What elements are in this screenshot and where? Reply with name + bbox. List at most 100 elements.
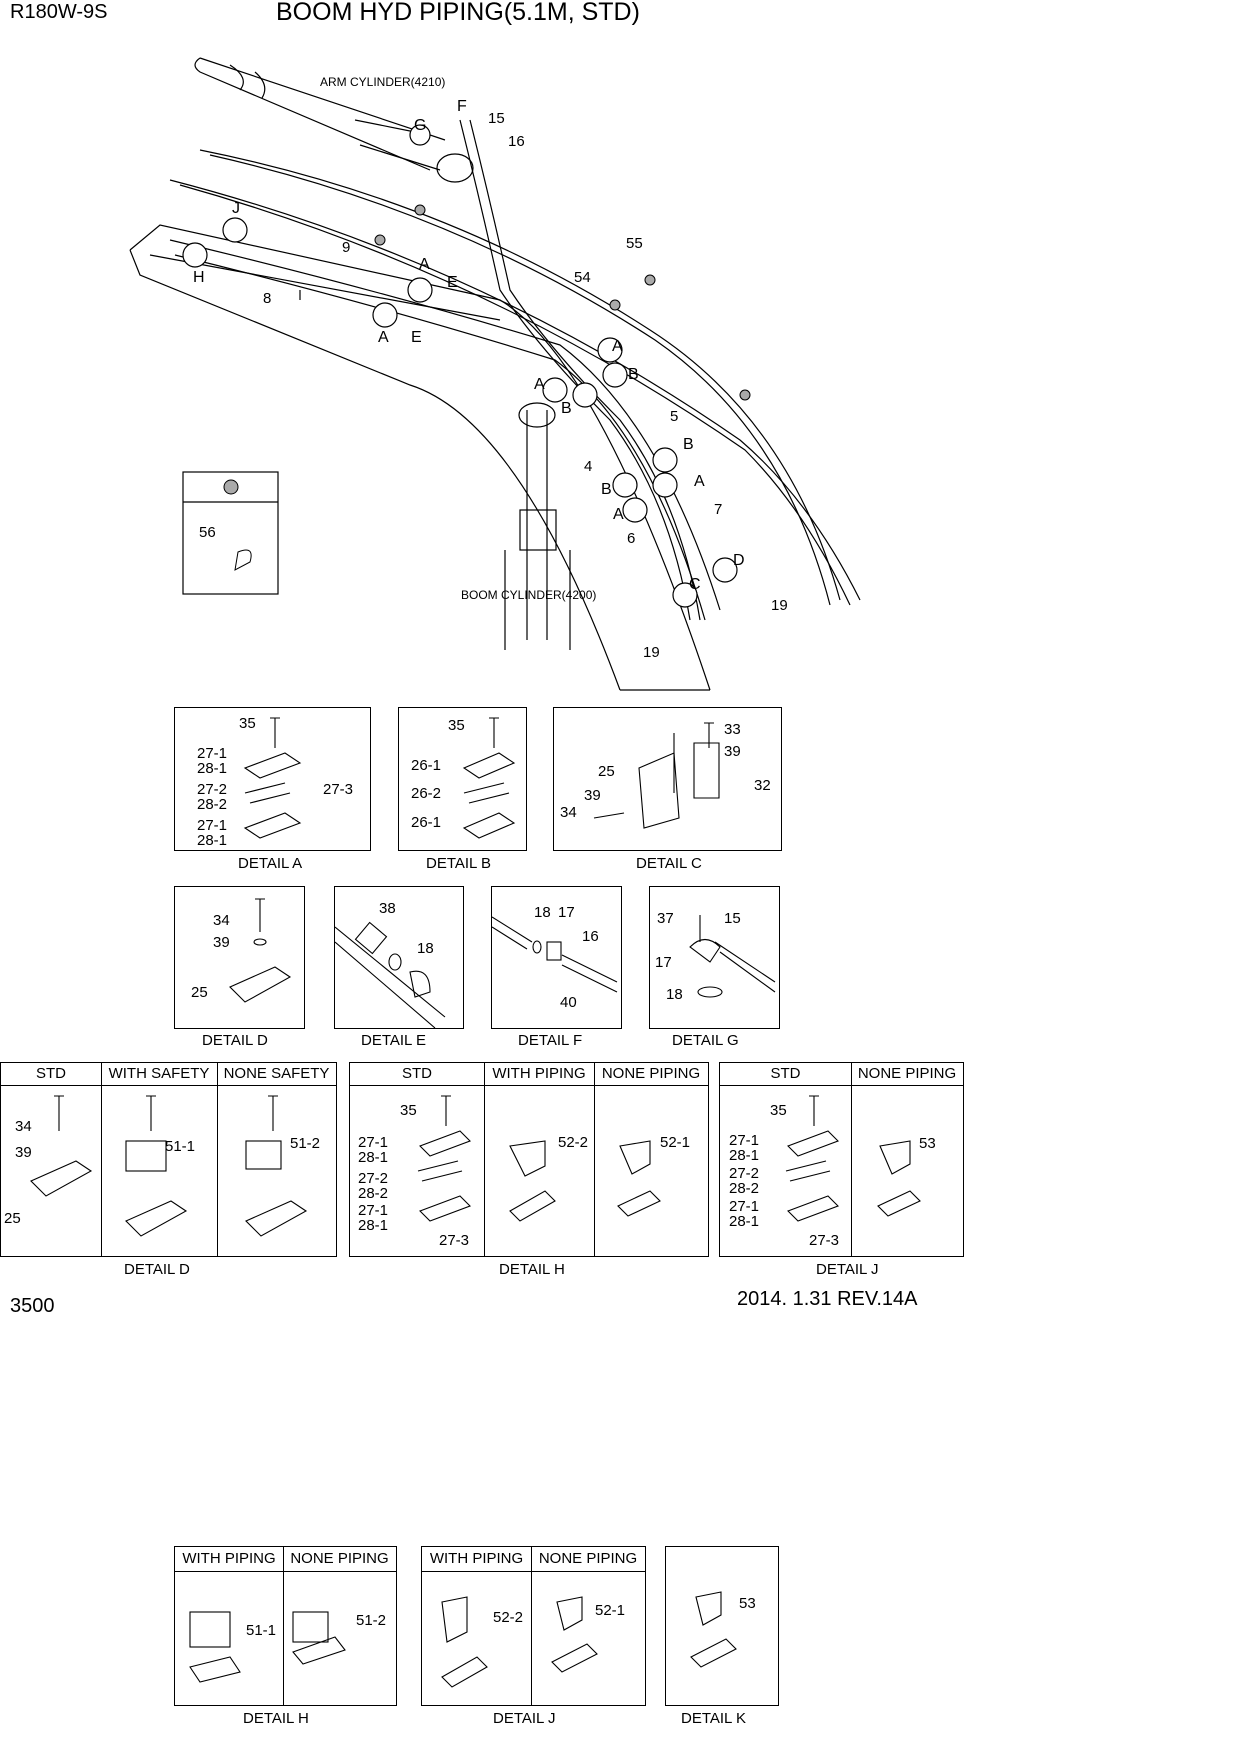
table-j-label-28-2: 28-2 bbox=[729, 1180, 760, 1197]
bottom-j-caption: DETAIL J bbox=[493, 1710, 556, 1727]
table-d-caption: DETAIL D bbox=[124, 1261, 190, 1278]
detail-c-caption: DETAIL C bbox=[636, 855, 702, 872]
detail-b-drawing bbox=[462, 717, 516, 839]
table-j-caption: DETAIL J bbox=[816, 1261, 879, 1278]
table-detail-d: STD WITH SAFETY NONE SAFETY 34 39 25 51-… bbox=[0, 1062, 337, 1257]
table-d-label-34: 34 bbox=[15, 1118, 32, 1135]
bottom-detail-k: 53 bbox=[665, 1546, 779, 1706]
detail-d-label-25: 25 bbox=[191, 984, 208, 1001]
legend-item-label: 56 bbox=[199, 524, 216, 541]
table-h-label-28-2: 28-2 bbox=[358, 1185, 389, 1202]
table-h-caption: DETAIL H bbox=[499, 1261, 565, 1278]
bottom-j-label-52-1: 52-1 bbox=[595, 1602, 626, 1619]
bottom-k-drawing bbox=[690, 1591, 737, 1668]
callout-6: 6 bbox=[627, 530, 636, 547]
detail-e-box: 38 18 bbox=[334, 886, 464, 1029]
detail-c-label-39b: 39 bbox=[584, 787, 601, 804]
table-detail-j: STD NONE PIPING 35 27-1 28-1 27-2 28-2 2… bbox=[719, 1062, 964, 1257]
callout-D: D bbox=[733, 552, 745, 569]
detail-a-label-28-1b: 28-1 bbox=[197, 832, 228, 849]
table-h-label-52-1: 52-1 bbox=[660, 1134, 691, 1151]
table-h-header-std: STD bbox=[402, 1065, 432, 1082]
detail-a-label-28-1: 28-1 bbox=[197, 760, 228, 777]
detail-f-label-17: 17 bbox=[558, 904, 575, 921]
detail-b-caption: DETAIL B bbox=[426, 855, 492, 872]
detail-f-label-40: 40 bbox=[560, 994, 577, 1011]
detail-c-label-34: 34 bbox=[560, 804, 577, 821]
callout-H: H bbox=[193, 269, 205, 286]
table-h-drawing bbox=[417, 1095, 661, 1222]
detail-g-label-18: 18 bbox=[666, 986, 683, 1003]
detail-e-caption: DETAIL E bbox=[361, 1032, 427, 1049]
detail-e-label-18: 18 bbox=[417, 940, 434, 957]
callout-B: B bbox=[683, 436, 694, 453]
table-d-header-none-safety: NONE SAFETY bbox=[223, 1065, 330, 1082]
callout-19: 19 bbox=[643, 644, 660, 661]
detail-c-label-25: 25 bbox=[598, 763, 615, 780]
table-h-label-27-1b: 27-1 bbox=[358, 1202, 389, 1219]
table-h-header-none-piping: NONE PIPING bbox=[601, 1065, 701, 1082]
detail-g-box: 37 15 17 18 bbox=[649, 886, 780, 1029]
table-h-label-35: 35 bbox=[400, 1102, 417, 1119]
table-j-label-28-1b: 28-1 bbox=[729, 1213, 760, 1230]
detail-a-drawing bbox=[243, 717, 302, 839]
callout-A: A bbox=[613, 506, 624, 523]
table-d-header-std: STD bbox=[36, 1065, 66, 1082]
callout-A: A bbox=[612, 338, 623, 355]
table-j-label-27-1: 27-1 bbox=[729, 1132, 760, 1149]
callout-B: B bbox=[628, 366, 639, 383]
table-j-header-none-piping: NONE PIPING bbox=[857, 1065, 957, 1082]
detail-d-label-34: 34 bbox=[213, 912, 230, 929]
callout-19: 19 bbox=[771, 597, 788, 614]
table-j-drawing bbox=[785, 1095, 921, 1222]
detail-b-label-26-1: 26-1 bbox=[411, 757, 442, 774]
detail-d-caption: DETAIL D bbox=[202, 1032, 268, 1049]
detail-c-label-32: 32 bbox=[754, 777, 771, 794]
bottom-h-label-51-2: 51-2 bbox=[356, 1612, 387, 1629]
table-h-label-27-2: 27-2 bbox=[358, 1170, 389, 1187]
callout-A: A bbox=[694, 473, 705, 490]
table-j-label-27-3: 27-3 bbox=[809, 1232, 840, 1249]
callout-E: E bbox=[447, 274, 458, 291]
bottom-h-caption: DETAIL H bbox=[243, 1710, 309, 1727]
callout-54: 54 bbox=[574, 269, 591, 286]
detail-b-label-26-1b: 26-1 bbox=[411, 814, 442, 831]
table-d-drawing bbox=[30, 1095, 308, 1237]
callout-55: 55 bbox=[626, 235, 643, 252]
table-h-label-27-1: 27-1 bbox=[358, 1134, 389, 1151]
table-j-label-28-1: 28-1 bbox=[729, 1147, 760, 1164]
detail-e-drawing bbox=[335, 921, 446, 1028]
table-h-label-52-2: 52-2 bbox=[558, 1134, 589, 1151]
detail-a-label-27-1: 27-1 bbox=[197, 745, 228, 762]
callout-J: J bbox=[232, 200, 240, 217]
table-d-label-25: 25 bbox=[4, 1210, 21, 1227]
detail-a-label-27-2: 27-2 bbox=[197, 781, 228, 798]
table-h-label-27-3: 27-3 bbox=[439, 1232, 470, 1249]
detail-b-box: 35 26-1 26-2 26-1 bbox=[398, 707, 527, 851]
bottom-j-header-with-piping: WITH PIPING bbox=[429, 1550, 524, 1567]
callout-F: F bbox=[457, 98, 467, 115]
table-h-label-28-1b: 28-1 bbox=[358, 1217, 389, 1234]
table-d-label-39: 39 bbox=[15, 1144, 32, 1161]
detail-f-box: 18 17 16 40 bbox=[491, 886, 622, 1029]
callout-B: B bbox=[601, 481, 612, 498]
detail-d-box: 34 39 25 bbox=[174, 886, 305, 1029]
callout-A: A bbox=[534, 376, 545, 393]
callout-B: B bbox=[561, 400, 572, 417]
detail-g-drawing bbox=[689, 915, 776, 998]
bottom-h-drawing bbox=[189, 1611, 346, 1683]
bottom-j-header-none-piping: NONE PIPING bbox=[538, 1550, 638, 1567]
detail-a-label-28-2: 28-2 bbox=[197, 796, 228, 813]
bottom-j-drawing bbox=[441, 1596, 598, 1688]
table-h-label-28-1: 28-1 bbox=[358, 1149, 389, 1166]
detail-e-label-38: 38 bbox=[379, 900, 396, 917]
detail-c-label-39: 39 bbox=[724, 743, 741, 760]
table-j-label-27-1b: 27-1 bbox=[729, 1198, 760, 1215]
detail-a-label-27-1b: 27-1 bbox=[197, 817, 228, 834]
detail-f-drawing bbox=[492, 916, 618, 993]
detail-d-drawing bbox=[229, 898, 292, 1003]
detail-f-label-18: 18 bbox=[534, 904, 551, 921]
revision-date: 2014. 1.31 REV.14A bbox=[737, 1288, 918, 1310]
callout-G: G bbox=[414, 117, 427, 134]
detail-a-box: 35 27-1 28-1 27-2 28-2 27-3 27-1 28-1 bbox=[174, 707, 371, 851]
